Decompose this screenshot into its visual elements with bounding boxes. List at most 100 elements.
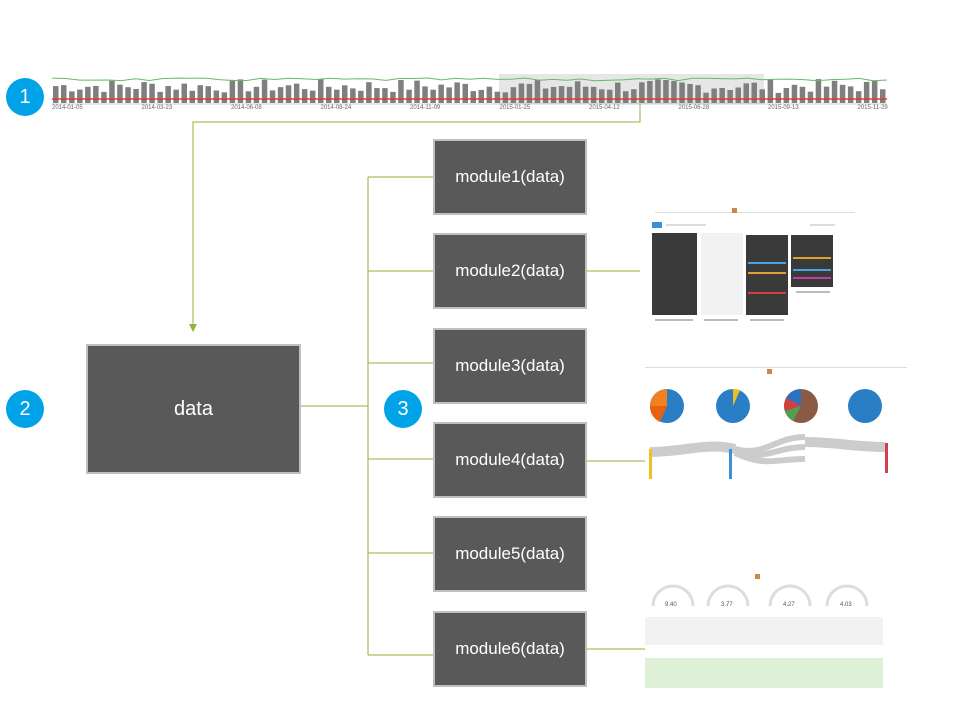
timeline-bar bbox=[470, 91, 476, 103]
module3-label: module3(data) bbox=[455, 356, 565, 375]
timeline-bar bbox=[542, 88, 549, 103]
timeline-bar bbox=[486, 86, 493, 103]
timeline-svg bbox=[51, 74, 888, 105]
thumbnail-gauges-area: 9.40 3.77 4.27 4.03 bbox=[645, 572, 883, 694]
timeline-bar bbox=[173, 89, 179, 103]
timeline-bar bbox=[293, 83, 300, 103]
module3-box: module3(data) bbox=[433, 328, 587, 404]
timeline-bar bbox=[309, 90, 316, 103]
timeline-tick-label: 2015-04-12 bbox=[589, 105, 620, 111]
timeline-bar bbox=[245, 91, 252, 103]
timeline-bar bbox=[735, 87, 741, 103]
timeline-bar bbox=[590, 86, 597, 103]
timeline-tick-label: 2015-06-28 bbox=[678, 105, 710, 111]
timeline-bar bbox=[101, 91, 107, 103]
timeline-bar bbox=[414, 80, 420, 103]
pies-sankey-svg bbox=[645, 367, 907, 479]
timeline-bar bbox=[871, 80, 878, 103]
timeline-bar bbox=[374, 88, 380, 103]
timeline-bar bbox=[181, 83, 187, 103]
timeline-bar bbox=[69, 91, 75, 103]
timeline-bar bbox=[326, 86, 332, 103]
timeline-bar bbox=[550, 86, 557, 103]
timeline-bar bbox=[318, 79, 324, 103]
timeline-bar bbox=[197, 85, 203, 103]
timeline-bar bbox=[478, 89, 484, 103]
timeline-bar bbox=[807, 91, 814, 103]
gauges-area-svg bbox=[645, 574, 883, 688]
module4-box: module4(data) bbox=[433, 422, 587, 498]
timeline-tick-label: 2015-11-29 bbox=[857, 105, 888, 111]
timeline-bar bbox=[502, 92, 509, 103]
timeline-bar bbox=[695, 85, 701, 103]
timeline-bar bbox=[277, 87, 284, 103]
timeline-chart[interactable] bbox=[51, 72, 888, 120]
timeline-bar bbox=[582, 86, 589, 103]
timeline-bar bbox=[438, 84, 444, 103]
timeline-bar bbox=[430, 89, 436, 103]
timeline-bar bbox=[663, 80, 669, 103]
timeline-bar bbox=[358, 90, 364, 103]
timeline-bar bbox=[880, 89, 886, 103]
timeline-bar bbox=[743, 83, 749, 103]
timeline-tick-label: 2014-08-24 bbox=[320, 105, 352, 111]
timeline-bar bbox=[839, 84, 846, 103]
timeline-bar bbox=[221, 92, 228, 103]
timeline-tick-label: 2014-11-09 bbox=[410, 105, 441, 111]
timeline-bar bbox=[759, 89, 765, 103]
timeline-bar bbox=[53, 86, 59, 103]
module1-label: module1(data) bbox=[455, 167, 565, 186]
module6-box: module6(data) bbox=[433, 611, 587, 687]
timeline-bar bbox=[117, 84, 123, 103]
timeline-tick-label: 2015-09-13 bbox=[768, 105, 799, 111]
timeline-bar bbox=[711, 88, 717, 103]
timeline-bar bbox=[607, 89, 613, 103]
module2-label: module2(data) bbox=[455, 261, 565, 280]
module5-box: module5(data) bbox=[433, 516, 587, 592]
step-badge-3: 3 bbox=[384, 390, 422, 428]
timeline-bar bbox=[446, 87, 452, 103]
module5-label: module5(data) bbox=[455, 544, 565, 563]
timeline-bar bbox=[213, 90, 220, 103]
timeline-bar bbox=[253, 86, 260, 103]
gauge-value-1: 9.40 bbox=[665, 602, 677, 608]
timeline-bar bbox=[237, 79, 244, 103]
timeline-bar bbox=[855, 91, 862, 103]
timeline-bar bbox=[615, 82, 621, 103]
timeline-bar bbox=[261, 79, 268, 103]
timeline-bar bbox=[574, 81, 581, 103]
timeline-bar bbox=[727, 90, 733, 103]
timeline-bar bbox=[566, 86, 573, 103]
timeline-bar bbox=[815, 79, 822, 103]
thumbnail-dashboard-cards bbox=[640, 207, 865, 337]
timeline-bar bbox=[301, 89, 308, 103]
timeline-bar bbox=[229, 79, 236, 103]
timeline-green-line bbox=[51, 77, 888, 82]
data-box: data bbox=[86, 344, 301, 474]
timeline-bar bbox=[767, 79, 774, 103]
timeline-bar bbox=[462, 83, 468, 103]
timeline-bar bbox=[93, 85, 99, 103]
timeline-tick-label: 2014-06-08 bbox=[231, 105, 262, 111]
timeline-bar bbox=[558, 86, 565, 103]
timeline-bar bbox=[791, 84, 798, 103]
timeline-bar bbox=[285, 85, 292, 103]
timeline-bar bbox=[350, 88, 356, 103]
timeline-bar bbox=[687, 84, 693, 103]
timeline-bar bbox=[719, 88, 725, 103]
gauge-value-3: 4.27 bbox=[783, 602, 795, 608]
timeline-bar bbox=[454, 82, 460, 103]
timeline-bar bbox=[823, 86, 830, 103]
timeline-bar bbox=[647, 81, 653, 103]
timeline-bar bbox=[125, 87, 131, 103]
timeline-bar bbox=[494, 91, 501, 103]
timeline-bar bbox=[149, 83, 155, 103]
timeline-bar bbox=[422, 86, 428, 103]
timeline-bar bbox=[799, 86, 806, 103]
thumbnail-pies-sankey bbox=[645, 367, 907, 502]
timeline-bar bbox=[510, 87, 517, 103]
timeline-bar bbox=[526, 83, 533, 103]
timeline-bar bbox=[775, 92, 782, 103]
timeline-tick-label: 2015-01-25 bbox=[499, 105, 531, 111]
timeline-bar bbox=[382, 88, 388, 103]
